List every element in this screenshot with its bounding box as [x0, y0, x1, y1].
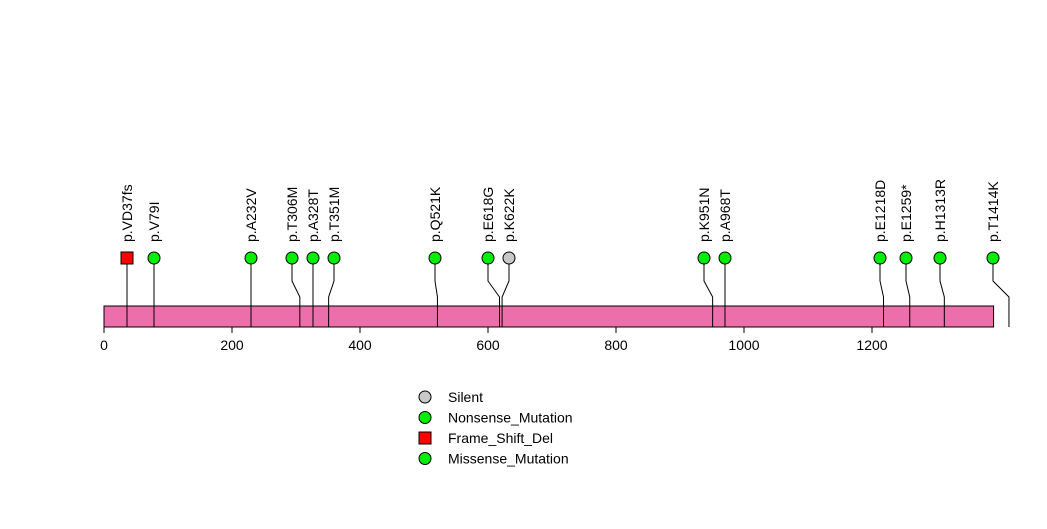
- mutation-lollipop: p.H1313R: [932, 179, 948, 327]
- x-tick-label: 1000: [728, 337, 759, 353]
- mutation-lollipop: p.A328T: [305, 189, 321, 327]
- mutation-lollipop: p.E618G: [480, 187, 501, 327]
- mutation-lollipop: p.E1259*: [898, 184, 914, 327]
- mutation-marker-circle: [933, 251, 947, 265]
- mutation-label: p.E618G: [480, 187, 496, 242]
- mutation-lollipop: p.K951N: [696, 188, 714, 327]
- lollipop-stem: [434, 258, 438, 327]
- mutation-label: p.H1313R: [932, 179, 948, 242]
- legend-label: Silent: [448, 389, 483, 405]
- mutation-marker-circle: [718, 251, 732, 265]
- x-tick-label: 1200: [856, 337, 887, 353]
- x-tick-label: 0: [100, 337, 108, 353]
- x-tick-label: 200: [220, 337, 244, 353]
- mutation-marker-circle: [481, 251, 495, 265]
- lollipop-stem: [487, 258, 501, 327]
- lollipop-stem: [879, 258, 885, 327]
- mutation-marker-circle: [327, 251, 341, 265]
- mutation-lollipop: p.T1414K: [985, 181, 1010, 327]
- lollipop-stem: [328, 258, 335, 327]
- legend-label: Frame_Shift_Del: [448, 430, 553, 446]
- mutation-label: p.A328T: [305, 189, 321, 242]
- legend-label: Nonsense_Mutation: [448, 410, 573, 426]
- mutation-marker-circle: [285, 251, 299, 265]
- mutation-lollipop: p.E1218D: [872, 180, 888, 327]
- mutation-marker-circle: [244, 251, 258, 265]
- legend-item: Missense_Mutation: [418, 451, 569, 467]
- mutation-label: p.T1414K: [985, 181, 1001, 242]
- mutation-lollipop: p.T306M: [284, 187, 301, 327]
- mutation-marker-circle: [502, 251, 516, 265]
- legend-square-icon: [418, 431, 432, 445]
- mutation-marker-circle: [697, 251, 711, 265]
- mutation-marker-circle: [899, 251, 913, 265]
- legend-item: Silent: [418, 389, 483, 405]
- mutation-marker-circle: [986, 251, 1000, 265]
- lollipop-stem: [939, 258, 945, 327]
- mutation-lollipop: p.Q521K: [427, 186, 443, 327]
- x-tick-label: 400: [348, 337, 372, 353]
- mutation-lollipop: p.T351M: [326, 187, 342, 327]
- lollipop-stem: [291, 258, 301, 327]
- lollipop-stem: [501, 258, 510, 327]
- mutation-marker-square: [120, 251, 134, 265]
- protein-domain-bar: [103, 305, 995, 328]
- mutation-label: p.E1218D: [872, 180, 888, 242]
- mutation-label: p.A968T: [717, 189, 733, 242]
- mutation-label: p.K951N: [696, 188, 712, 242]
- lollipop-stem: [992, 258, 1010, 327]
- legend-circle-icon: [418, 411, 432, 424]
- legend-circle-icon: [418, 452, 432, 465]
- legend-label: Missense_Mutation: [448, 451, 569, 467]
- mutation-label: p.T351M: [326, 187, 342, 242]
- mutation-marker-circle: [428, 251, 442, 265]
- mutation-label: p.VD37fs: [119, 184, 135, 242]
- mutation-label: p.A232V: [243, 188, 259, 242]
- legend-item: Nonsense_Mutation: [418, 410, 573, 426]
- mutation-lollipop: p.VD37fs: [119, 184, 135, 327]
- mutation-label: p.Q521K: [427, 186, 443, 242]
- lollipop-stem: [703, 258, 714, 327]
- mutation-marker-circle: [306, 251, 320, 265]
- mutation-lollipop: p.V79I: [146, 202, 162, 327]
- mutation-marker-circle: [873, 251, 887, 265]
- legend-circle-icon: [418, 390, 432, 404]
- mutation-label: p.E1259*: [898, 184, 914, 242]
- x-tick-label: 600: [476, 337, 500, 353]
- lollipop-stem: [905, 258, 911, 327]
- mutation-label: p.V79I: [146, 202, 162, 242]
- mutation-lollipop: p.A232V: [243, 188, 259, 327]
- mutation-marker-circle: [147, 251, 161, 265]
- mutation-label: p.K622K: [501, 188, 517, 242]
- mutation-label: p.T306M: [284, 187, 300, 242]
- legend-item: Frame_Shift_Del: [418, 430, 553, 446]
- mutation-lollipop: p.K622K: [501, 188, 517, 327]
- x-tick-label: 800: [604, 337, 628, 353]
- mutation-lollipop: p.A968T: [717, 189, 733, 327]
